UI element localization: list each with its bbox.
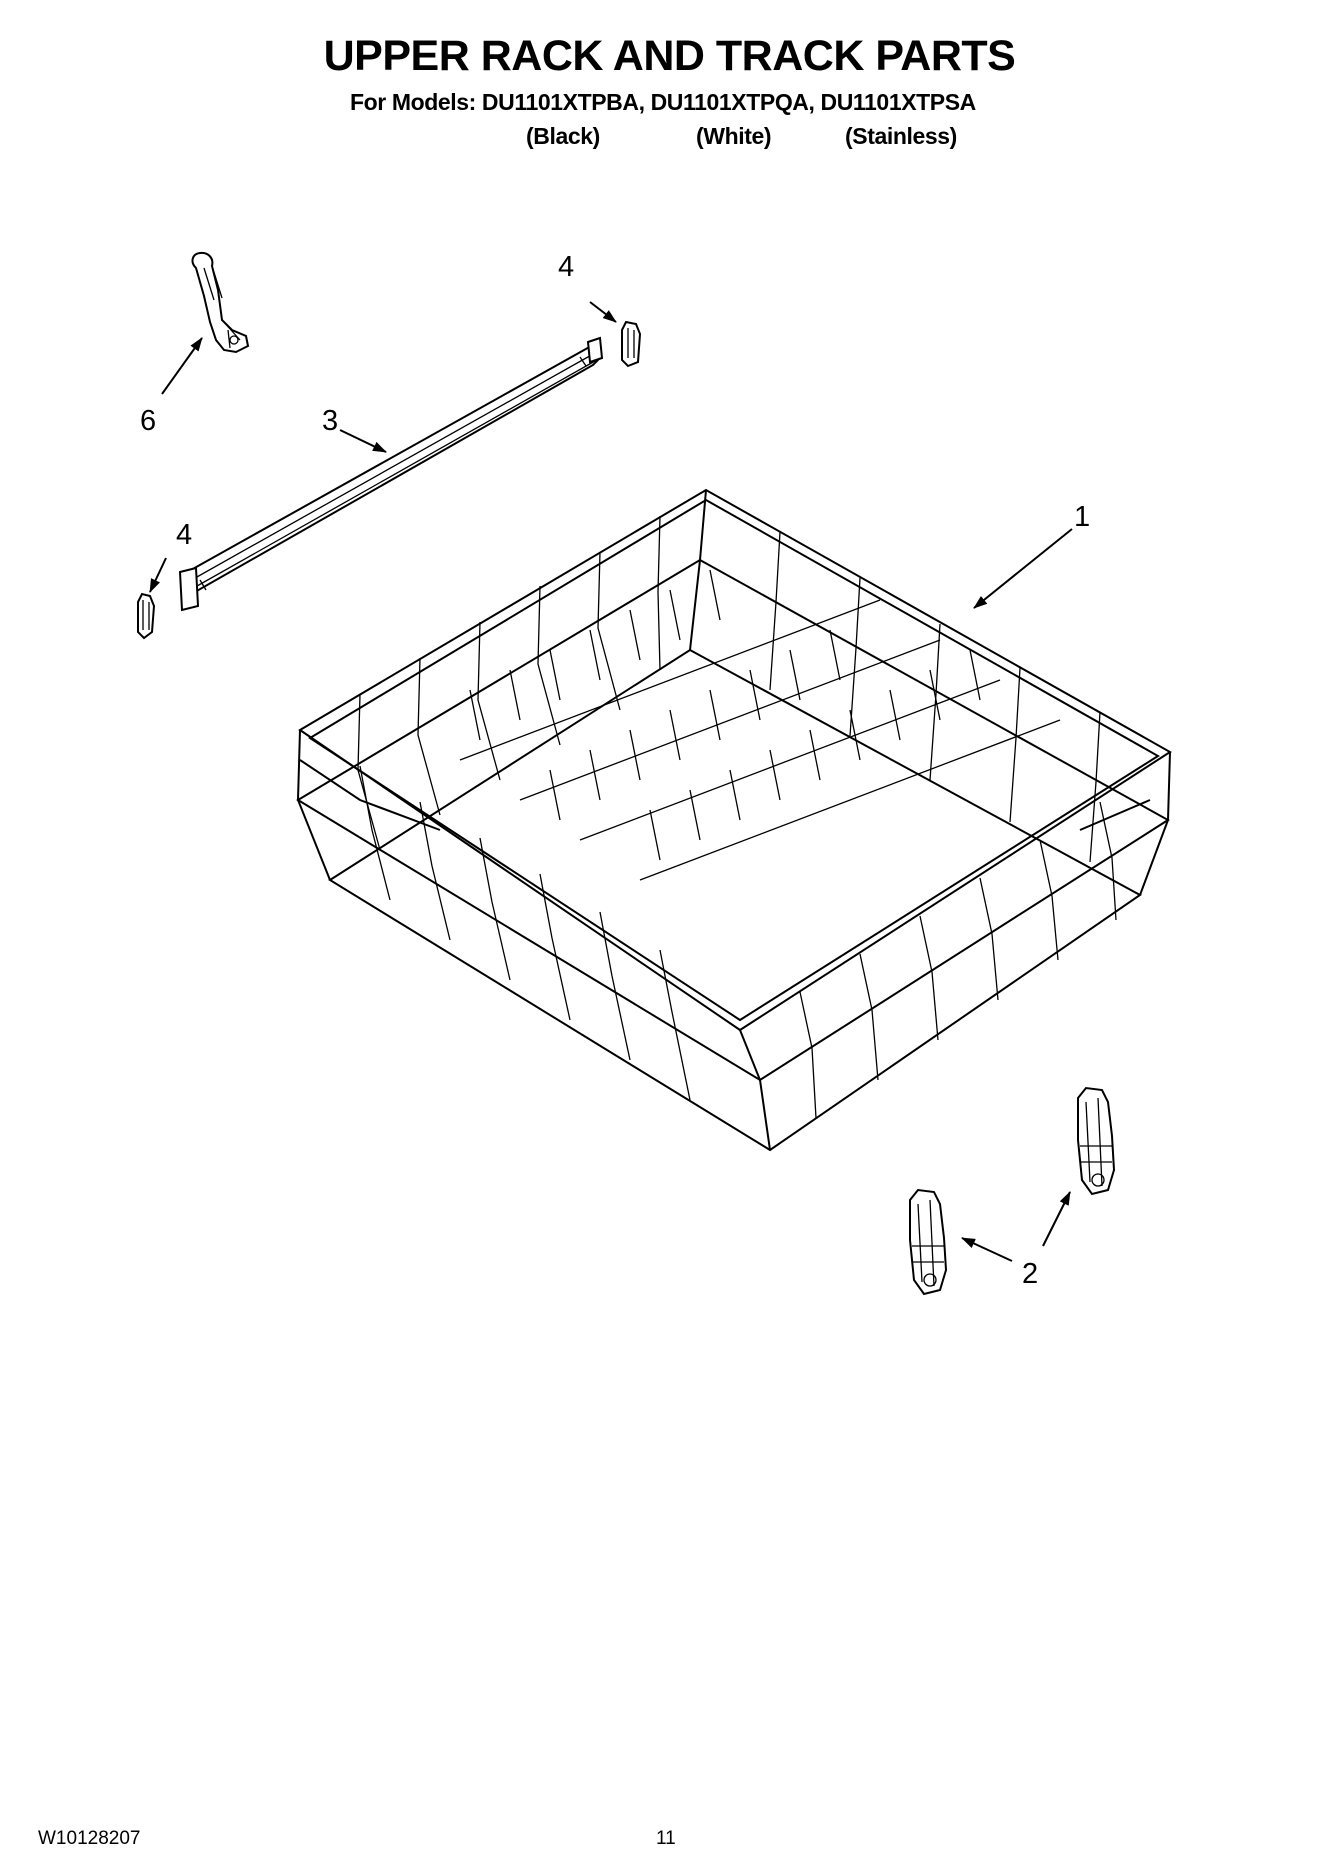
leader-2a	[961, 1237, 1013, 1262]
callout-6: 6	[140, 405, 156, 437]
page-title: UPPER RACK AND TRACK PARTS	[323, 32, 1016, 80]
leader-3	[339, 429, 387, 453]
callout-2: 2	[1022, 1258, 1038, 1290]
callout-4-rear: 4	[558, 251, 574, 283]
leader-6	[161, 337, 203, 395]
callout-1: 1	[1074, 501, 1090, 533]
page-number: 11	[656, 1828, 676, 1849]
variant-white: (White)	[696, 123, 772, 149]
part-4-end-cap-front	[137, 592, 156, 640]
leader-4a	[589, 301, 617, 323]
part-3-track-rail	[178, 336, 604, 612]
part-2-rack-adjuster-left	[909, 1188, 948, 1296]
part-6-rack-clip	[191, 251, 250, 354]
callout-leaders	[149, 301, 1073, 1262]
leader-2b	[1042, 1191, 1071, 1247]
callout-4-front: 4	[176, 519, 192, 551]
part-2-rack-adjuster-right	[1077, 1086, 1116, 1196]
callout-3: 3	[322, 405, 338, 437]
leader-4b	[149, 557, 167, 593]
variant-black: (Black)	[526, 123, 600, 149]
variant-stainless: (Stainless)	[845, 123, 957, 149]
document-number: W10128207	[38, 1828, 141, 1849]
leader-1	[973, 528, 1073, 609]
part-1-upper-rack	[296, 488, 1172, 1152]
model-numbers: For Models: DU1101XTPBA, DU1101XTPQA, DU…	[350, 89, 976, 115]
part-4-end-cap-rear	[621, 320, 642, 368]
